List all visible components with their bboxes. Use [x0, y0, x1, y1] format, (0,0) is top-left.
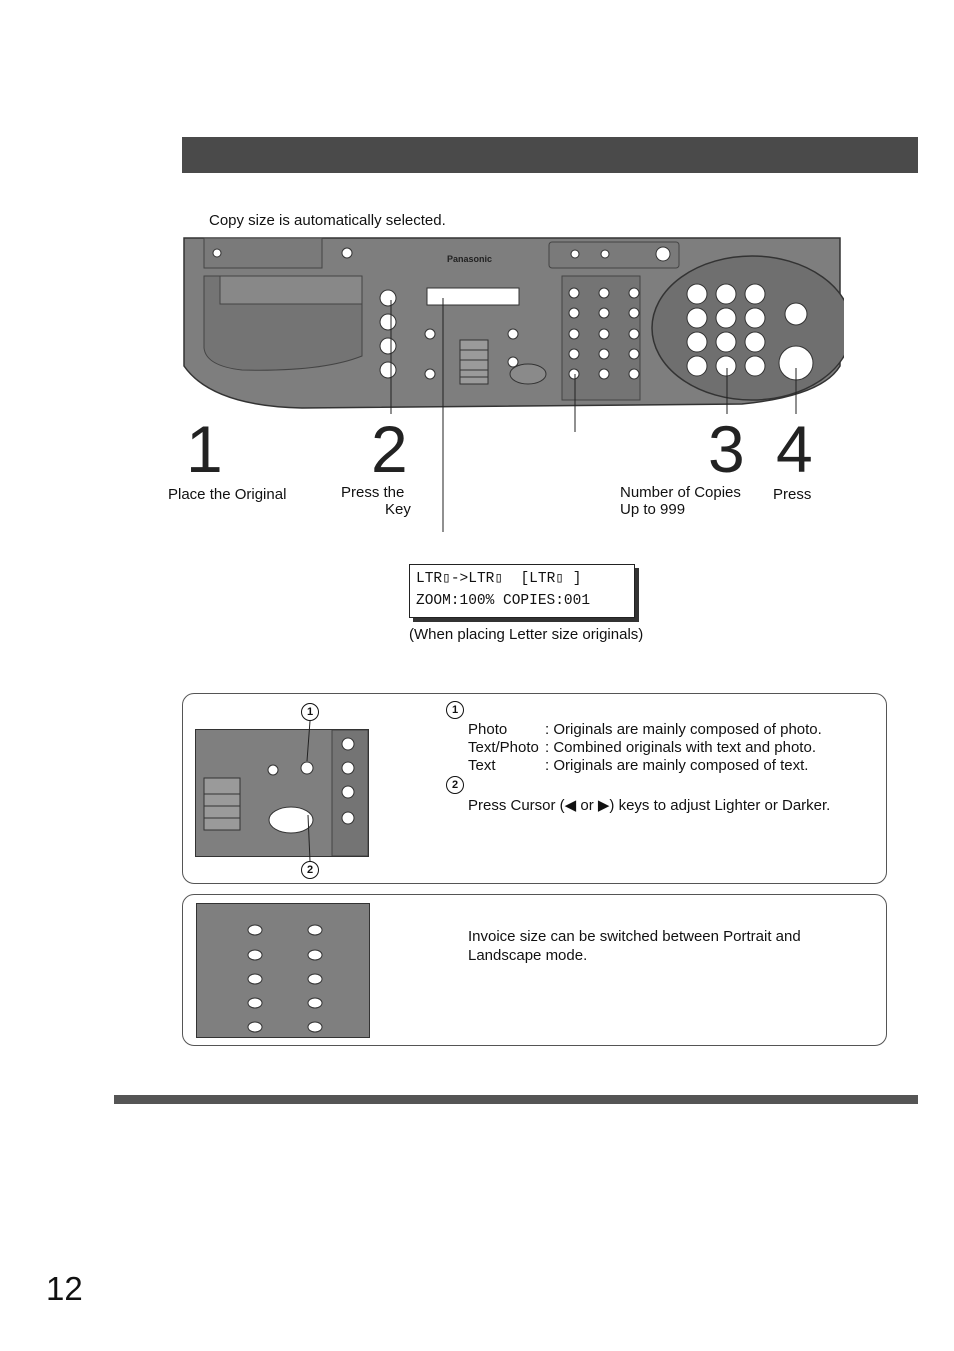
desc-2-marker: 2	[446, 776, 464, 794]
quality-panel-svg	[203, 729, 369, 857]
lcd-caption: (When placing Letter size originals)	[409, 626, 644, 643]
mode-photo-name: Photo	[468, 721, 508, 738]
step-4-number: 4	[776, 412, 813, 486]
invoice-panel-svg	[247, 924, 323, 1033]
desc-1-marker: 1	[446, 701, 464, 719]
step-3-label-line2: Up to 999	[620, 501, 686, 518]
step-4-label: Press	[773, 486, 812, 503]
page-number: 12	[46, 1270, 83, 1307]
intro-text: Copy size is automatically selected.	[209, 212, 446, 229]
mode-textphoto-name: Text/Photo	[468, 739, 539, 756]
callout-2-marker: 2	[301, 861, 319, 879]
control-panel-illustration: Panasonic	[182, 236, 853, 416]
step-1-label: Place the Original	[168, 486, 287, 503]
step-3-label-line1: Number of Copies	[620, 484, 741, 501]
step-2-number: 2	[371, 412, 408, 486]
invoice-text-line1: Invoice size can be switched between Por…	[468, 928, 801, 945]
lcd-display: LTR▯->LTR▯ [LTR▯ ] ZOOM:100% COPIES:001	[409, 564, 635, 618]
mode-photo-desc: : Originals are mainly composed of photo…	[545, 721, 822, 738]
step-2-label-line2: Key	[385, 501, 411, 518]
quality-panel-illustration	[195, 729, 369, 857]
footer-bar	[114, 1095, 918, 1104]
cursor-instruction: Press Cursor (◀ or ▶) keys to adjust Lig…	[468, 797, 831, 814]
step-3-number: 3	[708, 412, 745, 486]
step-2-label-line1: Press the	[341, 484, 405, 501]
mode-textphoto-desc: : Combined originals with text and photo…	[545, 739, 816, 756]
invoice-panel-illustration	[196, 903, 370, 1038]
callout-lines	[306, 720, 311, 862]
panel-brand: Panasonic	[447, 254, 493, 264]
step-1-number: 1	[186, 412, 223, 486]
callout-1-marker: 1	[301, 703, 319, 721]
control-panel-svg	[183, 237, 853, 409]
lcd-line-2: ZOOM:100% COPIES:001	[416, 593, 591, 609]
mode-text-desc: : Originals are mainly composed of text.	[545, 757, 809, 774]
leader-lines	[390, 298, 797, 532]
invoice-text-line2: Landscape mode.	[468, 947, 588, 964]
mode-text-name: Text	[468, 757, 496, 774]
section-title-bar	[182, 137, 918, 173]
lcd-line-1: LTR▯->LTR▯ [LTR▯ ]	[416, 571, 582, 587]
